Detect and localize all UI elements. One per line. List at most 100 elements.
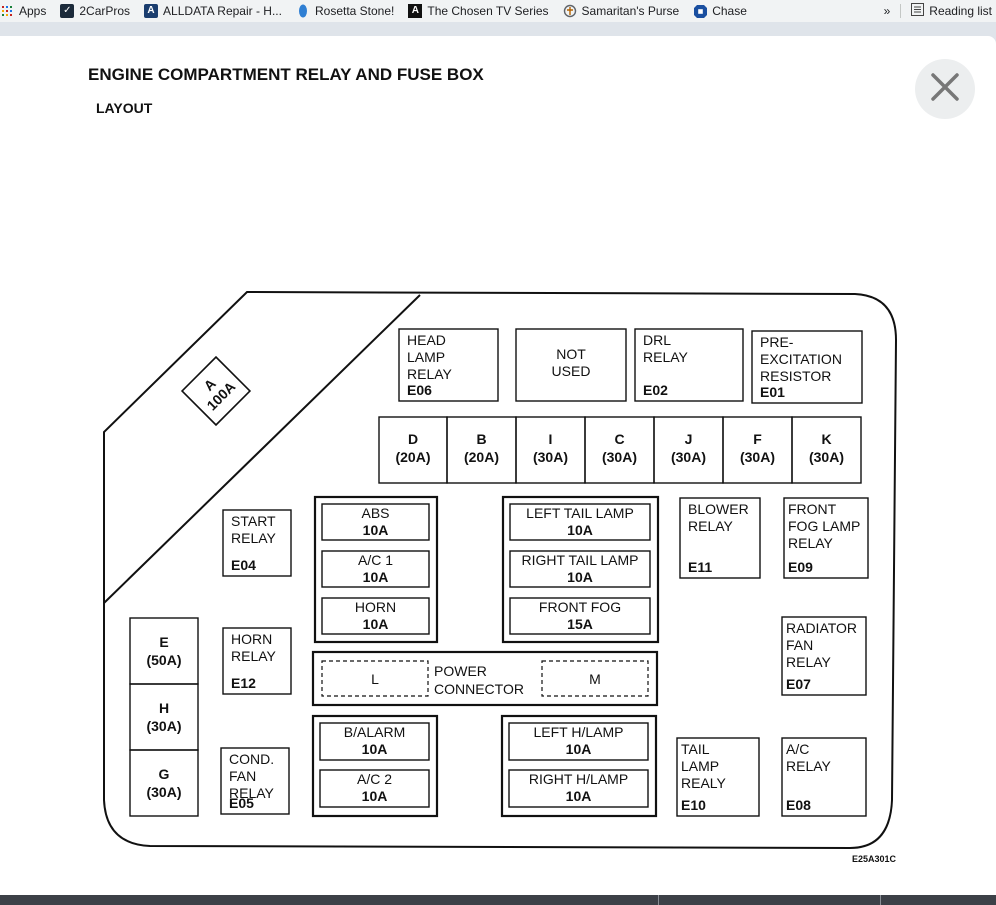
mini-fuse-box (508, 769, 649, 808)
relay-label-line: BLOWER (688, 501, 749, 517)
relay-label-line: RELAY (643, 349, 689, 365)
bottom-toolbar (0, 895, 996, 905)
relay-label-line: COND. (229, 751, 274, 767)
bookmark-chase[interactable]: Chase (693, 4, 747, 18)
relay-code: E04 (231, 557, 256, 573)
mini-fuse-amp: 10A (362, 741, 388, 757)
bookmarks-overflow-button[interactable]: » (883, 4, 891, 18)
bookmark-apps[interactable]: Apps (0, 4, 46, 18)
fuse-group-frame (500, 714, 658, 818)
relay-label-line: FRONT (788, 501, 837, 517)
fuse-letter: G (159, 766, 170, 782)
diagram-subtitle: LAYOUT (96, 100, 153, 116)
close-icon (930, 72, 960, 107)
relay-label-line: START (231, 513, 276, 529)
bookmark-label: Rosetta Stone! (314, 4, 395, 18)
relay-box (222, 627, 292, 695)
bookmark-the-chosen[interactable]: A The Chosen TV Series (408, 4, 549, 18)
mini-fuse-name: ABS (361, 505, 389, 521)
relay-label-line: FAN (229, 768, 256, 784)
bookmark-rosetta-stone[interactable]: Rosetta Stone! (296, 4, 394, 18)
relay-label-line: EXCITATION (760, 351, 842, 367)
mini-fuse-box (508, 722, 649, 761)
connector-m-label: M (589, 671, 601, 687)
fuse-k: K(30A) (791, 416, 862, 484)
mini-fuse-box (319, 769, 430, 808)
bookmark-samaritans-purse[interactable]: Samaritan's Purse (563, 4, 679, 18)
bookmark-alldata[interactable]: A ALLDATA Repair - H... (144, 4, 282, 18)
fuse-amp: (30A) (602, 449, 637, 465)
connector-label-line: POWER (434, 663, 487, 679)
bookmark-2carpros[interactable]: ✓ 2CarPros (60, 4, 130, 18)
fuse-box (129, 617, 199, 685)
mini-fuse-name: FRONT FOG (539, 599, 621, 615)
mini-fuse-name: B/ALARM (344, 724, 405, 740)
fuse-box-outline (103, 290, 898, 850)
bookmark-label: 2CarPros (79, 4, 131, 18)
relay-code: E12 (231, 675, 256, 691)
reading-list-label: Reading list (929, 4, 992, 18)
main-fuse-a: A 100A (180, 355, 252, 427)
reading-list-button[interactable]: Reading list (911, 3, 992, 19)
diagram-title: ENGINE COMPARTMENT RELAY AND FUSE BOX (88, 65, 484, 84)
diagram-components: HEADLAMPRELAYE06NOTUSEDDRLRELAYE02PRE-EX… (129, 328, 869, 818)
bookmarks-bar: Apps ✓ 2CarPros A ALLDATA Repair - H... … (0, 0, 996, 22)
relay-label-line: A/C (786, 741, 809, 757)
fuse-g: G(30A) (129, 749, 199, 817)
close-button[interactable] (915, 59, 975, 119)
mini-fuse-amp: 15A (567, 616, 593, 632)
relay-box (751, 330, 863, 404)
relay-box (676, 737, 760, 817)
fuse-group-frame (313, 495, 439, 644)
diagonal-partition (103, 294, 421, 604)
relay-label-line: RADIATOR (786, 620, 857, 636)
2carpros-logo-icon: ✓ (60, 4, 75, 18)
toolbar-divider (658, 895, 659, 905)
samaritans-purse-icon (563, 4, 577, 18)
relay-label-line: TAIL (681, 741, 710, 757)
relay-label-line: RESISTOR (760, 368, 831, 384)
bookmark-label: ALLDATA Repair - H... (163, 4, 282, 18)
fuse-b: B(20A) (446, 416, 517, 484)
mini-fuse-box (321, 597, 430, 635)
fuse-letter: D (408, 431, 418, 447)
alldata-logo-icon: A (144, 4, 159, 18)
fuse-box (129, 749, 199, 817)
fuse-amp: (30A) (533, 449, 568, 465)
image-viewer-dialog (0, 36, 996, 896)
mini-fuse-name: RIGHT TAIL LAMP (522, 552, 639, 568)
relay-label-line: USED (552, 363, 591, 379)
relay-label-line: FOG LAMP (788, 518, 860, 534)
power-connector-frame (311, 650, 659, 707)
relay-box (222, 509, 292, 577)
mini-fuse-box (321, 550, 430, 588)
diagram-code: E25A301C (852, 854, 897, 864)
relay-box (679, 497, 761, 579)
relay-code: E08 (786, 797, 811, 813)
mini-fuse-amp: 10A (566, 741, 592, 757)
mini-fuse-amp: 10A (363, 616, 389, 632)
mini-fuse-amp: 10A (363, 522, 389, 538)
relay-label-line: REALY (681, 775, 727, 791)
mini-fuse-box (319, 722, 430, 761)
fuse-amp: (20A) (464, 449, 499, 465)
connector-l-slot (321, 660, 429, 697)
toolbar-divider (880, 895, 881, 905)
the-chosen-logo-icon: A (408, 4, 423, 18)
bookmark-label: Apps (19, 4, 47, 18)
relay-code: E10 (681, 797, 706, 813)
